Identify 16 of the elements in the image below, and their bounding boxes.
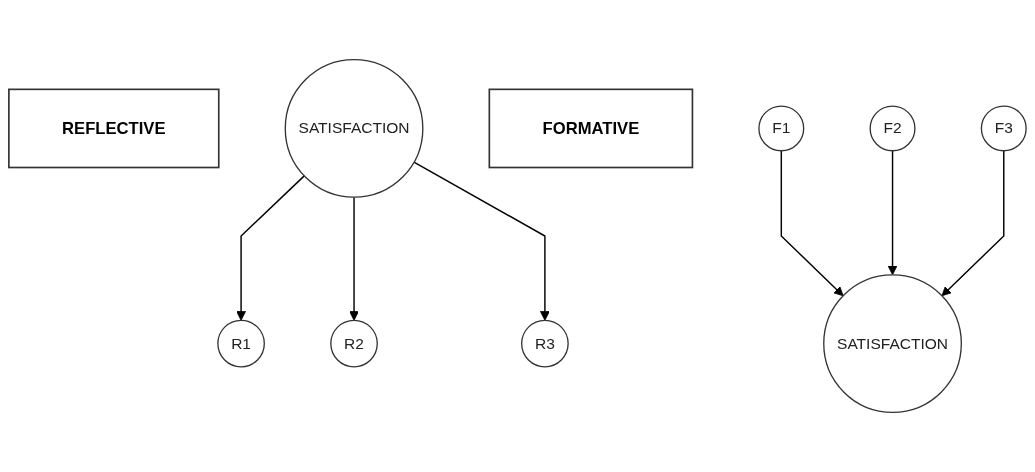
node-circle: F1	[758, 105, 805, 152]
node-box: FORMATIVE	[488, 88, 694, 169]
node-box: REFLECTIVE	[8, 88, 220, 169]
arrow	[413, 161, 550, 321]
node-circle: R2	[330, 319, 378, 368]
arrow	[941, 150, 1005, 297]
node-circle: SATISFACTION	[284, 58, 424, 198]
arrow	[349, 196, 359, 321]
node-circle: F3	[980, 105, 1027, 152]
arrow	[887, 150, 898, 276]
node-circle: R1	[217, 319, 265, 368]
arrow	[236, 175, 305, 321]
arrow	[780, 150, 844, 297]
node-circle: R3	[521, 319, 569, 368]
node-circle: F2	[869, 105, 916, 152]
node-circle: SATISFACTION	[823, 274, 962, 414]
